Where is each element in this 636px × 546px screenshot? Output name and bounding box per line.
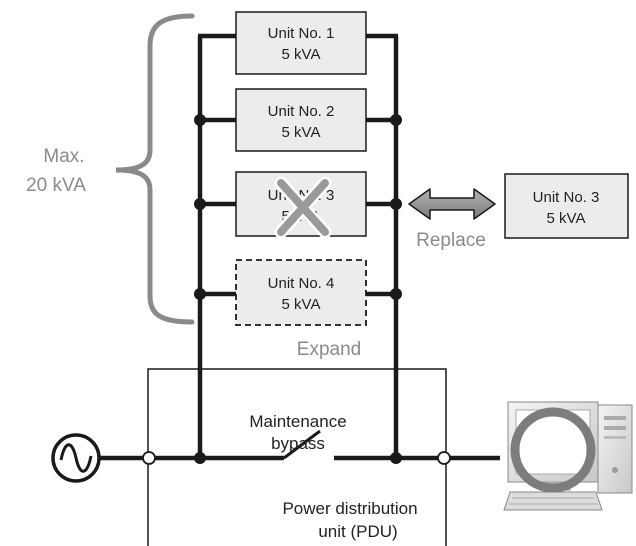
pdu-label-line1: Power distribution	[282, 499, 417, 518]
max-label-line1: Max.	[43, 146, 84, 167]
max-label-line2: 20 kVA	[26, 175, 86, 196]
replace-double-arrow-icon	[408, 188, 496, 220]
computer-icon	[503, 401, 633, 511]
unit-2-capacity: 5 kVA	[282, 124, 321, 141]
expand-label: Expand	[297, 339, 361, 360]
unit-box-4: Unit No. 4 5 kVA	[235, 259, 367, 326]
unit-4-name: Unit No. 4	[268, 275, 335, 292]
bypass-label-line2: bypass	[271, 434, 325, 453]
unit-2-name: Unit No. 2	[268, 103, 335, 120]
unit-1-capacity: 5 kVA	[282, 46, 321, 63]
unit-box-1: Unit No. 1 5 kVA	[235, 11, 367, 75]
pdu-label-line2: unit (PDU)	[318, 522, 397, 541]
unit-4-capacity: 5 kVA	[282, 296, 321, 313]
replace-label: Replace	[416, 230, 486, 251]
unit-box-2: Unit No. 2 5 kVA	[235, 88, 367, 152]
bypass-label-line1: Maintenance	[249, 412, 346, 431]
bypass-switch	[283, 429, 321, 460]
output-terminal	[437, 451, 451, 465]
input-terminal	[142, 451, 156, 465]
unit-box-3: Unit No. 3 5 kVA	[235, 171, 367, 239]
ac-source-icon	[51, 433, 101, 483]
replacement-unit-name: Unit No. 3	[533, 189, 600, 206]
unit-1-name: Unit No. 1	[268, 25, 335, 42]
remove-x-icon	[274, 176, 332, 239]
capacity-bracket	[115, 13, 195, 325]
replacement-unit-capacity: 5 kVA	[547, 210, 586, 227]
replacement-unit-box: Unit No. 3 5 kVA	[504, 173, 629, 239]
